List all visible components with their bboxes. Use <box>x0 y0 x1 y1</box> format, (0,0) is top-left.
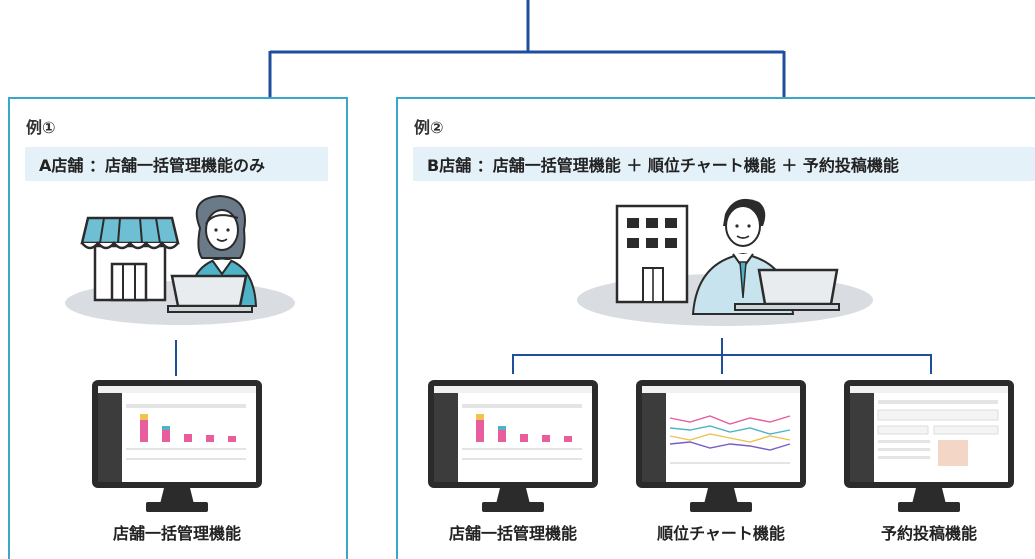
woman-with-laptop-icon <box>167 194 258 313</box>
connector-ex2 <box>512 338 932 374</box>
example1-label: 例① <box>26 118 56 137</box>
example1-caption: 店舗一括管理機能 <box>112 524 241 543</box>
connector-ex1 <box>175 340 177 376</box>
monitor-icon <box>844 380 1014 512</box>
monitor-icon <box>428 380 598 512</box>
store-icon <box>80 216 180 302</box>
example1-banner: A店舗 ：店舗一括管理機能のみ <box>25 147 328 181</box>
example2-label: 例② <box>414 118 444 137</box>
monitor-icon <box>636 380 806 512</box>
office-building-icon <box>615 204 689 304</box>
example2-banner: B店舗 ：店舗一括管理機能 ＋ 順位チャート機能 ＋ 予約投稿機能 <box>413 147 1035 181</box>
example2-caption-2: 順位チャート機能 <box>657 524 785 543</box>
tree-connector <box>268 0 786 98</box>
office-scene <box>577 198 873 326</box>
man-with-laptop-icon <box>691 198 840 315</box>
example2-caption-1: 店舗一括管理機能 <box>448 524 577 543</box>
monitor-icon <box>92 380 262 512</box>
example2-caption-3: 予約投稿機能 <box>880 524 977 543</box>
store-scene <box>65 194 295 325</box>
